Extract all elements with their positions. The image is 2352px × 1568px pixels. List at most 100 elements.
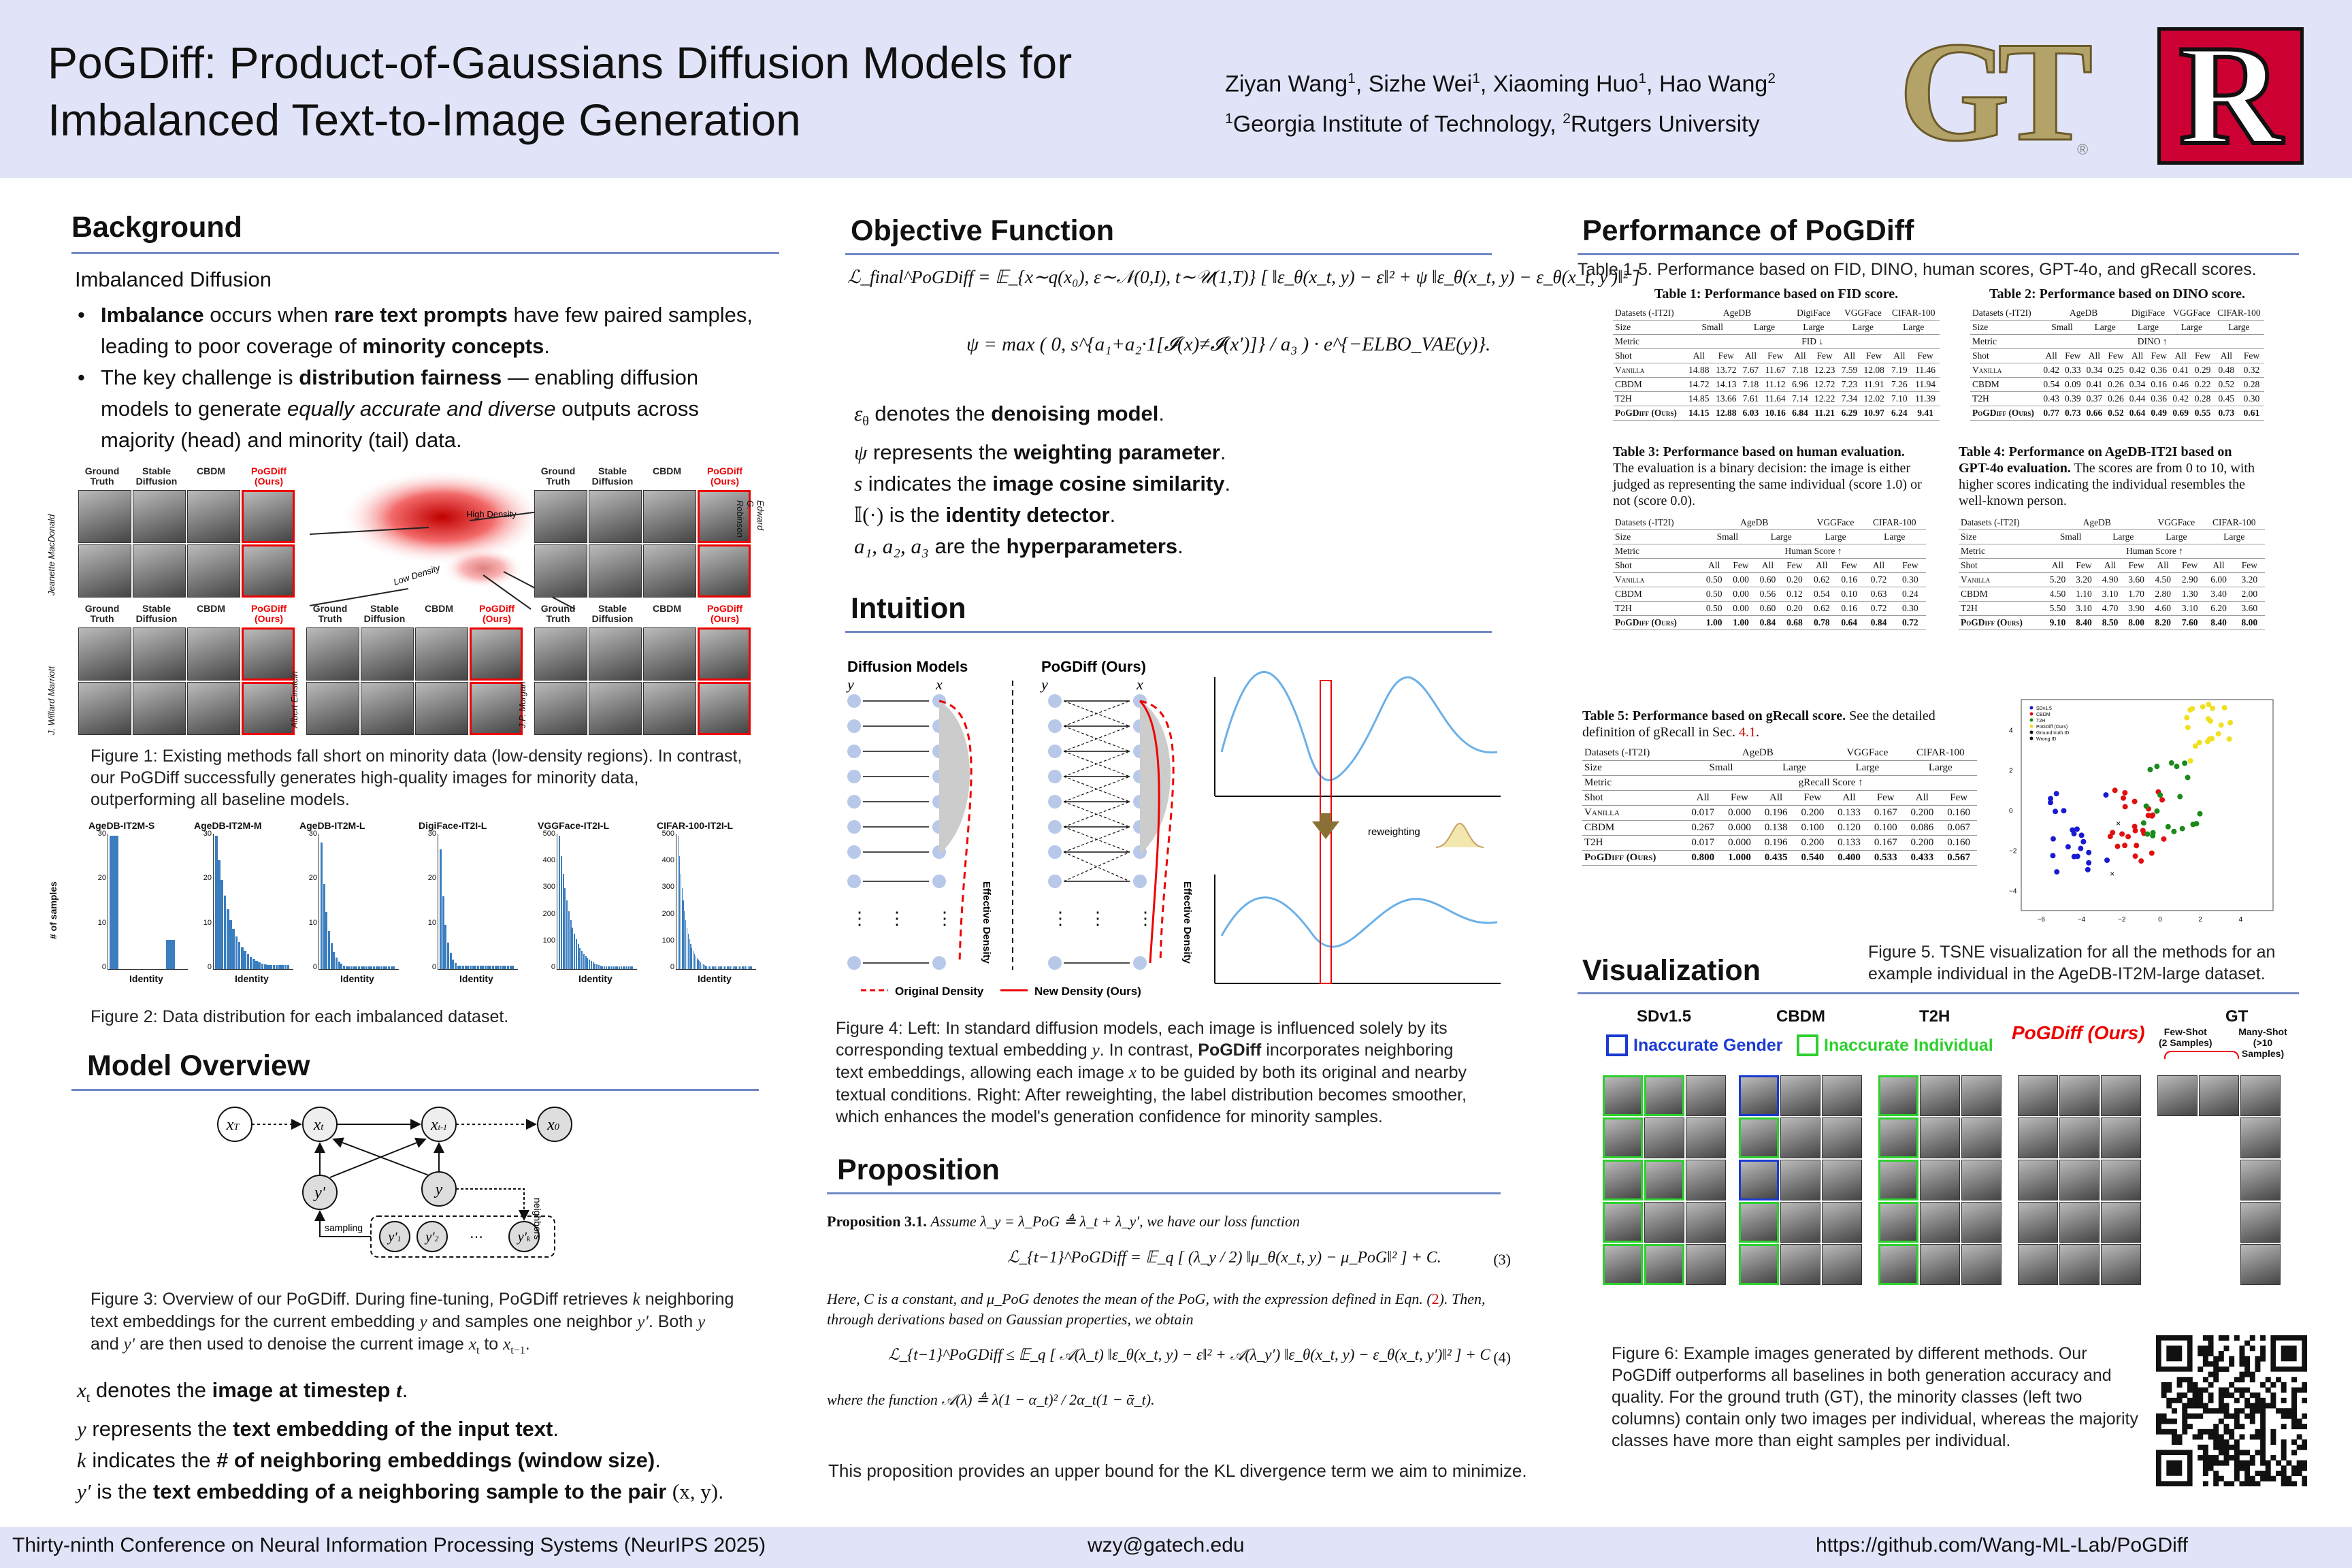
table-shot-cell: All <box>2203 558 2234 573</box>
table-cell: CBDM <box>1582 820 1685 836</box>
fig2-bar <box>740 966 741 969</box>
table-cell: 11.46 <box>1911 363 1940 378</box>
table-header: VGGFace <box>1831 746 1904 761</box>
y-embedding-dot <box>847 770 861 783</box>
figure-6-caption: Figure 6: Example images generated by di… <box>1612 1344 2138 1450</box>
table-cell: T2H <box>1613 391 1686 406</box>
table-shot-cell: All <box>2170 348 2192 363</box>
y-tick: −2 <box>2009 847 2017 855</box>
author-sup: 1 <box>1472 71 1480 86</box>
table-cell: 11.21 <box>1811 406 1839 421</box>
table-cell: 0.167 <box>1867 805 1904 821</box>
table-shot-cell: All <box>1740 348 1762 363</box>
tsne-point <box>2210 705 2216 711</box>
table-shot-cell: All <box>2149 558 2176 573</box>
fig2-bar <box>596 964 598 969</box>
text: outputs across majority (head) and minor… <box>101 397 699 452</box>
table-cell: 0.84 <box>1863 615 1895 630</box>
y-embedding-dot <box>847 719 861 733</box>
col-header-gt: GT <box>2225 1007 2249 1026</box>
node-label: y' <box>313 1184 326 1202</box>
footer-conference: Thirty-ninth Conference on Neural Inform… <box>12 1534 766 1556</box>
fig2-bar <box>626 966 628 969</box>
neighbor-arrow <box>1063 725 1130 752</box>
footer-email[interactable]: wzy@gatech.edu <box>1088 1534 1245 1556</box>
fig2-bar <box>440 849 442 969</box>
table-cell: 6.84 <box>1788 406 1812 421</box>
tsne-points: ×× <box>2047 702 2234 879</box>
fig2-bar <box>687 934 689 969</box>
col-label: Stable Diffusion <box>363 603 406 624</box>
def-line: k indicates the # of neighboring embeddi… <box>77 1448 661 1473</box>
fig2-bar <box>685 919 687 969</box>
node-label: y'1 <box>387 1230 401 1245</box>
table-cell: 0.50 <box>1700 572 1728 587</box>
table-cell: 3.10 <box>2070 601 2097 616</box>
generated-image <box>1920 1117 1960 1158</box>
def-line: xt denotes the image at timestep t. <box>77 1378 408 1406</box>
legend-label: SDv1.5 <box>2036 706 2052 711</box>
legend-original: Original Density <box>895 985 984 998</box>
table-size-cell: Large <box>1887 320 1940 335</box>
def-line: s indicates the image cosine similarity. <box>854 472 1231 496</box>
tsne-point <box>2112 787 2118 794</box>
fig2-bar <box>509 965 512 969</box>
generated-image <box>1780 1075 1820 1116</box>
table-cell: 0.72 <box>1894 615 1926 630</box>
tsne-point <box>2206 702 2212 708</box>
table-size-cell: Large <box>2213 320 2264 335</box>
generated-image <box>1780 1202 1820 1243</box>
fig2-bar <box>711 966 713 969</box>
table-shot-cell: Few <box>1721 790 1758 806</box>
footer-url[interactable]: https://github.com/Wang-ML-Lab/PoGDiff <box>1816 1534 2188 1556</box>
fig2-y-tick: 0 <box>207 963 212 971</box>
fig2-bar <box>678 836 679 969</box>
col-header-sdv15: SDv1.5 <box>1637 1007 1692 1026</box>
table-shot-cell: Few <box>2105 348 2127 363</box>
fig2-bar <box>720 966 721 969</box>
section-rule <box>827 1192 1501 1194</box>
tsne-point <box>2161 836 2167 842</box>
table-cell: 0.000 <box>1721 835 1758 851</box>
fig2-bar <box>744 966 745 969</box>
table-cell: 0.533 <box>1867 850 1904 866</box>
table-cell: 0.160 <box>1940 835 1977 851</box>
table-cell: Vanilla <box>1959 572 2045 587</box>
fig2-bar <box>348 966 350 969</box>
figure-5-caption: Figure 5. TSNE visualization for all the… <box>1868 943 2276 983</box>
fig2-y-tick: 20 <box>308 874 317 883</box>
legend-marker <box>2029 724 2034 728</box>
table-cell: 0.20 <box>1781 601 1808 616</box>
gt-few-shot-label: Few-Shot(2 Samples) <box>2159 1026 2212 1048</box>
equation-4: ℒ_{t−1}^PoGDiff ≤ 𝔼_q [ 𝒜(λ_t) ‖ε_θ(x_t,… <box>888 1346 1490 1363</box>
equation-4-row: ℒ_{t−1}^PoGDiff ≤ 𝔼_q [ 𝒜(λ_t) ‖ε_θ(x_t,… <box>827 1335 1514 1383</box>
table-cell: PoGDiff (Ours) <box>1582 850 1685 866</box>
qr-code[interactable] <box>2156 1335 2307 1486</box>
ellipsis-dots: ⋮ <box>1089 908 1107 928</box>
fig2-plot-area <box>676 834 756 970</box>
node-label: y <box>434 1181 443 1198</box>
gaussian-kernel-icon <box>1435 822 1484 848</box>
table-cell: 0.10 <box>1835 587 1863 602</box>
neighbor-arrow <box>1063 700 1130 727</box>
table-cell: 0.133 <box>1831 805 1867 821</box>
fig2-bar <box>485 965 487 969</box>
fig2-bar <box>560 856 562 969</box>
fig2-bar <box>747 966 749 969</box>
x-tick: −2 <box>2118 916 2126 924</box>
table-cell: T2H <box>1959 601 2045 616</box>
fig2-bar <box>373 966 376 969</box>
table-cell: 0.64 <box>1835 615 1863 630</box>
fig2-panel-title: CIFAR-100-IT2I-L <box>657 820 734 831</box>
table-caption: Table 4: Performance on AgeDB-IT2I based… <box>1959 444 2255 508</box>
x-tick: −4 <box>2078 916 2086 924</box>
table-cell: 7.10 <box>1887 391 1912 406</box>
table-shot-cell: Few <box>2123 558 2150 573</box>
bullet-item: • The key challenge is distribution fair… <box>75 362 755 456</box>
fig2-bar <box>609 966 611 969</box>
